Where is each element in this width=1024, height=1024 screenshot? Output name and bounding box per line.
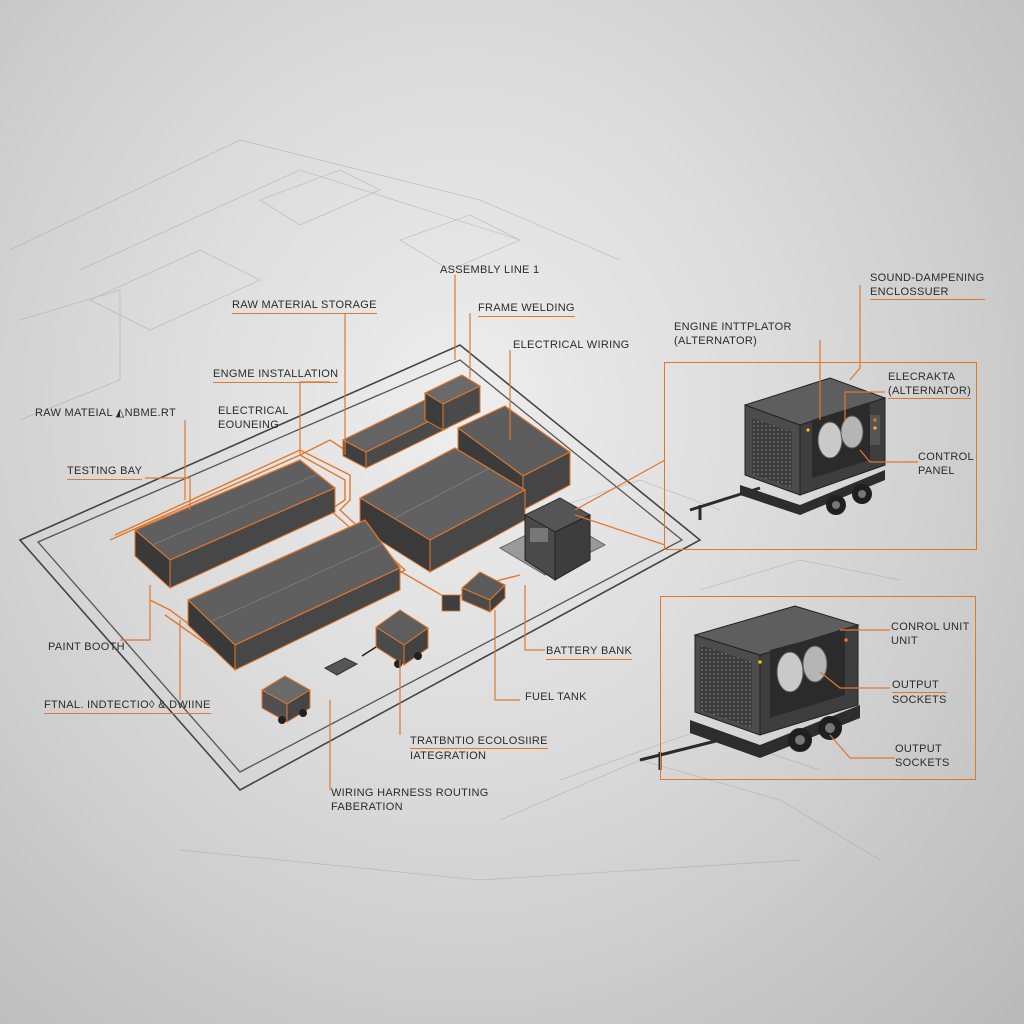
label-output-sockets-b-line1: OUTPUT xyxy=(895,743,943,755)
trailer-enclosure-small xyxy=(261,675,311,724)
label-wiring-harness-line1: WIRING HARNESS ROUTING xyxy=(331,787,489,799)
label-battery-bank: BATTERY BANK xyxy=(546,644,633,660)
label-control-panel-line1: CONTROL xyxy=(918,451,974,463)
label-assembly-line-1: ASSEMBLY LINE 1 xyxy=(440,264,540,276)
label-output-sockets-b-line2: SOCKETS xyxy=(895,757,950,769)
label-wiring-harness: WIRING HARNESS ROUTING FABERATION xyxy=(331,786,489,814)
label-fuel-tank: FUEL TANK xyxy=(525,691,587,703)
label-output-sockets-a-line2: SOCKETS xyxy=(892,694,947,706)
label-testing-bay: TESTING BAY xyxy=(67,464,143,480)
center-generator-unit xyxy=(498,497,607,581)
label-alternator-line1: ELECRAKTA xyxy=(888,371,956,383)
label-electrical-alternator: ELECRAKTA (ALTERNATOR) xyxy=(888,370,972,399)
label-output-sockets-a-line1: OUTPUT xyxy=(892,678,947,693)
label-trailer-integration-line2: IATEGRATION xyxy=(410,750,487,762)
label-wiring-harness-line2: FABERATION xyxy=(331,801,403,813)
building-frame-welding xyxy=(358,447,527,573)
label-electrical-wiring: ELECTRICAL WIRING xyxy=(513,339,630,351)
small-pallet xyxy=(323,657,359,676)
generator-top-frame xyxy=(664,362,977,550)
label-sound-dampening: SOUND-DAMPENING ENCLOSSUER xyxy=(870,271,985,300)
small-machine xyxy=(441,594,461,612)
building-paint-booth xyxy=(186,519,401,672)
building-raw-material-storage xyxy=(341,399,450,469)
building-testing-bay xyxy=(133,459,337,590)
trailer-enclosure-mid xyxy=(361,609,429,668)
label-sound-dampening-line2: ENCLOSSUER xyxy=(870,285,985,300)
label-engine-line2: (ALTERNATOR) xyxy=(674,335,758,347)
label-frame-welding: FRAME WELDING xyxy=(478,301,575,317)
label-electrical-eouneing-line2: EOUNEING xyxy=(218,419,280,431)
site-outline xyxy=(18,344,702,792)
label-output-sockets-b: OUTPUT SOCKETS xyxy=(895,742,950,770)
label-electrical-eouneing-line1: ELECTRICAL xyxy=(218,405,289,417)
label-control-unit: CONROL UNIT UNIT xyxy=(891,620,970,648)
label-sound-dampening-line1: SOUND-DAMPENING xyxy=(870,272,985,284)
label-raw-material-inbound: RAW MATEIAL ◭NBME.RT xyxy=(35,407,176,419)
label-alternator-line2: (ALTERNATOR) xyxy=(888,385,972,399)
label-trailer-integration: TRATBNTIO ECOLOSIIRE IATEGRATION xyxy=(410,734,548,763)
shed-battery xyxy=(461,571,506,614)
label-paint-booth: PAINT BOOTH xyxy=(48,641,125,653)
generator-leader-lines xyxy=(819,285,918,759)
label-trailer-integration-line1: TRATBNTIO ECOLOSIIRE xyxy=(410,735,548,749)
label-engine-alternator: ENGINE INTTPLATOR (ALTERNATOR) xyxy=(674,320,792,348)
label-final-inspection: FTNAL. INDTECTIO◊ & DWIINE xyxy=(44,698,211,714)
generator-bottom-frame xyxy=(660,596,976,780)
label-control-unit-line2: UNIT xyxy=(891,635,918,647)
label-engine-line1: ENGINE INTTPLATOR xyxy=(674,321,792,333)
generator-bottom xyxy=(639,605,860,770)
label-output-sockets-a: OUTPUT SOCKETS xyxy=(892,678,947,707)
label-control-panel-line2: PANEL xyxy=(918,465,955,477)
label-control-panel: CONTROL PANEL xyxy=(918,450,974,478)
generator-top xyxy=(689,377,887,520)
building-assembly-tower xyxy=(423,374,482,431)
label-control-unit-line1: CONROL UNIT xyxy=(891,621,970,633)
label-electrical-eouneing: ELECTRICAL EOUNEING xyxy=(218,404,289,432)
label-engine-installation: ENGME INSTALLATION xyxy=(213,367,339,383)
label-raw-material-storage: RAW MATERIAL STORAGE xyxy=(232,298,377,314)
